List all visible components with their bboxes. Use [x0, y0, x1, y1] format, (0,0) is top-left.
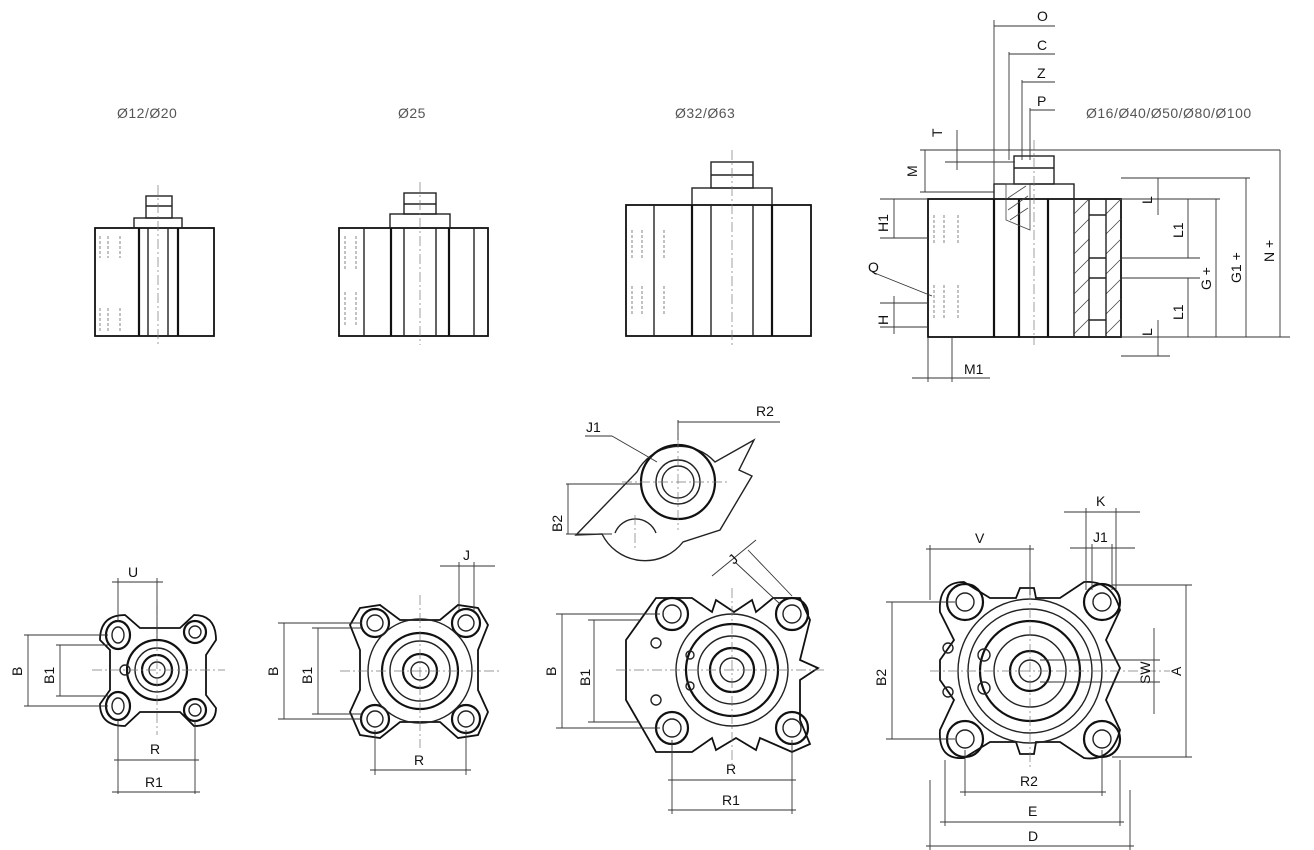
dim-R-1: R: [150, 741, 160, 757]
dim-R2-detail: R2: [756, 403, 774, 419]
dim-R2-4: R2: [1020, 773, 1038, 789]
front-view-4: K J1 V B2 SW A R2 E D: [873, 493, 1192, 850]
dim-L1-bottom: L1: [1170, 304, 1186, 320]
dim-H: H: [875, 315, 891, 325]
dim-B1-1: B1: [41, 667, 57, 684]
dim-M1: M1: [964, 361, 984, 377]
dim-L1-top: L1: [1170, 222, 1186, 238]
caption-view-1: Ø12/Ø20: [117, 105, 177, 121]
dim-U: U: [128, 564, 138, 580]
dim-P: P: [1037, 93, 1046, 109]
dim-B2-detail: B2: [549, 515, 565, 532]
dim-T: T: [929, 128, 945, 137]
section-view-4: [927, 140, 1122, 345]
dim-L-bottom: L: [1139, 328, 1155, 336]
dim-C: C: [1037, 37, 1047, 53]
front-view-2: J B B1 R: [265, 547, 500, 775]
caption-view-3: Ø32/Ø63: [675, 105, 735, 121]
dim-B1-3: B1: [577, 669, 593, 686]
dim-V: V: [975, 530, 985, 546]
side-view-2: [338, 182, 489, 345]
dim-R1-1: R1: [145, 774, 163, 790]
dim-N: N +: [1261, 240, 1277, 262]
dim-Z: Z: [1037, 65, 1046, 81]
side-view-1: [94, 185, 215, 345]
dim-B-2: B: [265, 667, 281, 676]
dim-SW: SW: [1137, 661, 1153, 684]
dim-B2-4: B2: [873, 669, 889, 686]
dim-G1: G1 +: [1228, 252, 1244, 283]
dim-R-2: R: [414, 752, 424, 768]
dim-K: K: [1096, 493, 1106, 509]
dim-J-3: J: [725, 551, 741, 567]
dim-J1-4: J1: [1093, 529, 1108, 545]
dim-B1-2: B1: [299, 667, 315, 684]
dim-A: A: [1168, 666, 1184, 676]
dim-D: D: [1028, 828, 1038, 844]
dim-E: E: [1028, 803, 1037, 819]
dim-M: M: [904, 165, 920, 177]
dim-O: O: [1037, 8, 1048, 24]
side-view-3: [625, 150, 812, 345]
detail-view: R2 J1 B2: [549, 403, 780, 562]
front-view-1: U B B1 R R1: [9, 564, 225, 794]
dim-L-top: L: [1139, 196, 1155, 204]
dim-Q: Q: [868, 259, 879, 275]
caption-view-2: Ø25: [398, 105, 426, 121]
front-view-3: J B B1 R R1: [543, 539, 826, 814]
dim-G: G +: [1198, 267, 1214, 290]
dimensions-view-4: O C Z P T M H1 Q H M1: [868, 8, 1290, 382]
dim-B-3: B: [543, 667, 559, 676]
dim-R-3: R: [726, 761, 736, 777]
dim-J-2: J: [463, 547, 470, 563]
dim-B-1: B: [9, 667, 25, 676]
dim-H1: H1: [875, 214, 891, 232]
dim-J1-detail: J1: [586, 419, 601, 435]
caption-view-4: Ø16/Ø40/Ø50/Ø80/Ø100: [1086, 105, 1252, 121]
dim-R1-3: R1: [722, 792, 740, 808]
